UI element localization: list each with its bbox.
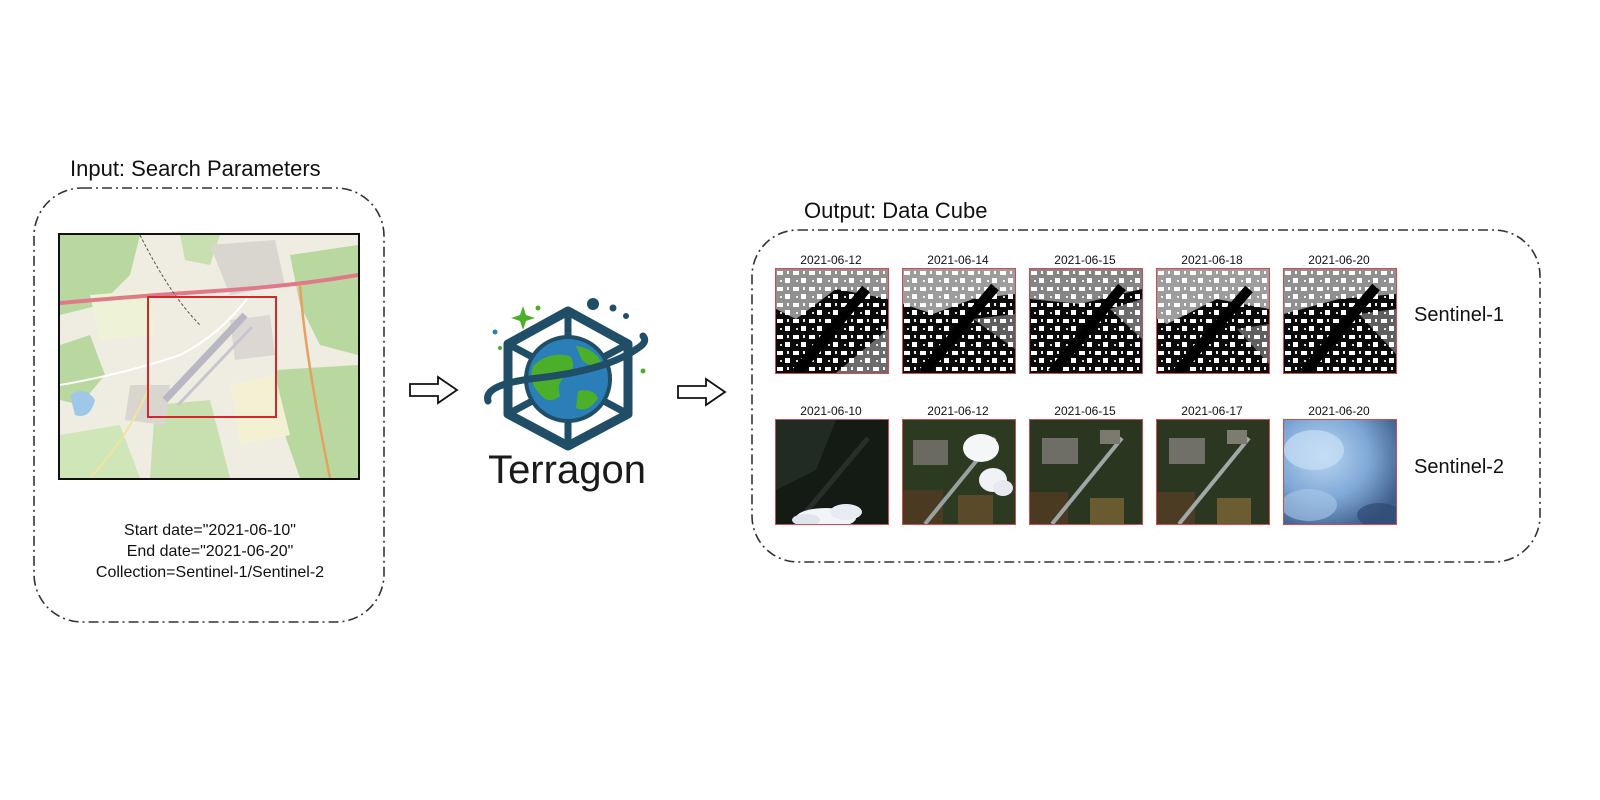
search-parameters: Start date="2021-06-10" End date="2021-0… xyxy=(40,520,380,583)
s1-date-label: 2021-06-18 xyxy=(1181,253,1243,267)
s2-image-tile xyxy=(1283,419,1397,525)
s2-date-label: 2021-06-20 xyxy=(1308,404,1370,418)
s1-date-label: 2021-06-20 xyxy=(1308,253,1370,267)
s1-image-tile xyxy=(775,268,889,374)
output-title: Output: Data Cube xyxy=(804,198,988,223)
s1-image-tile xyxy=(1029,268,1143,374)
sentinel-2-label: Sentinel-2 xyxy=(1414,456,1505,478)
s2-date-label: 2021-06-10 xyxy=(800,404,862,418)
logo-wordmark: Terragon xyxy=(488,448,646,492)
s1-date-label: 2021-06-12 xyxy=(800,253,862,267)
sentinel-1-label: Sentinel-1 xyxy=(1414,304,1505,326)
s2-date-label: 2021-06-12 xyxy=(927,404,989,418)
collection-text: Collection=Sentinel-1/Sentinel-2 xyxy=(95,564,325,581)
start-date-text: Start date="2021-06-10" xyxy=(124,522,296,539)
s2-image-tile xyxy=(775,419,889,525)
search-area-map xyxy=(58,233,360,480)
input-title: Input: Search Parameters xyxy=(70,156,321,181)
s1-date-label: 2021-06-14 xyxy=(927,253,989,267)
s1-image-tile xyxy=(902,268,1016,374)
output-frame xyxy=(750,228,1542,564)
terragon-logo-icon xyxy=(478,296,658,496)
end-date-text: End date="2021-06-20" xyxy=(126,543,294,560)
s2-image-tile xyxy=(902,419,1016,525)
s1-date-label: 2021-06-15 xyxy=(1054,253,1116,267)
arrow-right-icon xyxy=(408,374,460,411)
s2-image-tile xyxy=(1156,419,1270,525)
arrow-right-icon xyxy=(676,376,728,413)
s1-image-tile xyxy=(1283,268,1397,374)
s1-image-tile xyxy=(1156,268,1270,374)
s2-date-label: 2021-06-15 xyxy=(1054,404,1116,418)
s2-date-label: 2021-06-17 xyxy=(1181,404,1243,418)
s2-image-tile xyxy=(1029,419,1143,525)
input-frame xyxy=(32,186,386,624)
